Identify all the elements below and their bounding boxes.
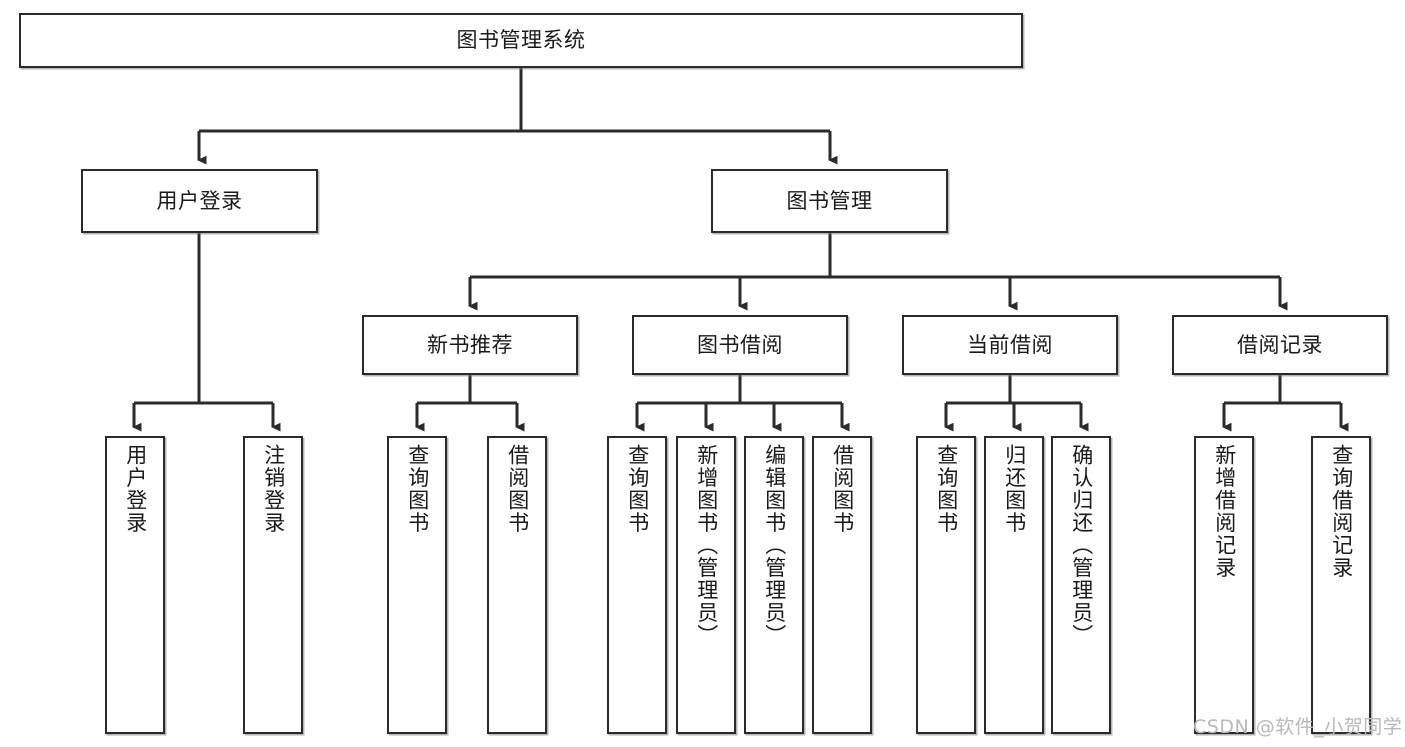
node-label: 用户登录 bbox=[123, 444, 148, 534]
node-new-book-recommend[interactable]: 新书推荐 bbox=[362, 315, 578, 375]
node-label: 新书推荐 bbox=[427, 332, 513, 357]
leaf-borrow-book-recommend[interactable]: 借阅图书 bbox=[487, 436, 547, 734]
node-label: 确认归还（管理员） bbox=[1069, 444, 1094, 647]
leaf-query-book-recommend[interactable]: 查询图书 bbox=[387, 436, 447, 734]
node-label: 查询图书 bbox=[625, 444, 650, 534]
node-current-borrow[interactable]: 当前借阅 bbox=[902, 315, 1118, 375]
node-root-system[interactable]: 图书管理系统 bbox=[19, 13, 1023, 68]
node-user-login[interactable]: 用户登录 bbox=[81, 169, 318, 233]
node-label: 借阅图书 bbox=[830, 444, 855, 534]
leaf-confirm-return-admin[interactable]: 确认归还（管理员） bbox=[1051, 436, 1111, 734]
node-label: 注销登录 bbox=[261, 444, 286, 534]
node-label: 图书管理系统 bbox=[456, 28, 586, 53]
leaf-edit-book-admin[interactable]: 编辑图书（管理员） bbox=[744, 436, 804, 734]
node-label: 图书借阅 bbox=[697, 332, 783, 357]
node-label: 图书管理 bbox=[786, 188, 873, 213]
node-label: 查询图书 bbox=[934, 444, 959, 534]
leaf-return-book[interactable]: 归还图书 bbox=[984, 436, 1044, 734]
node-label: 当前借阅 bbox=[967, 332, 1053, 357]
leaf-borrow-book[interactable]: 借阅图书 bbox=[812, 436, 872, 734]
node-label: 新增借阅记录 bbox=[1212, 444, 1237, 579]
node-label: 用户登录 bbox=[156, 188, 243, 213]
node-borrow-record[interactable]: 借阅记录 bbox=[1172, 315, 1388, 375]
node-label: 归还图书 bbox=[1002, 444, 1027, 534]
leaf-query-book-borrow[interactable]: 查询图书 bbox=[607, 436, 667, 734]
leaf-add-book-admin[interactable]: 新增图书（管理员） bbox=[676, 436, 736, 734]
node-label: 新增图书（管理员） bbox=[694, 444, 719, 647]
leaf-user-logout[interactable]: 注销登录 bbox=[243, 436, 303, 734]
leaf-query-borrow-record[interactable]: 查询借阅记录 bbox=[1311, 436, 1371, 734]
node-label: 编辑图书（管理员） bbox=[762, 444, 787, 647]
leaf-user-login[interactable]: 用户登录 bbox=[105, 436, 165, 734]
node-book-manage[interactable]: 图书管理 bbox=[711, 169, 948, 233]
node-label: 借阅图书 bbox=[505, 444, 530, 534]
csdn-watermark: CSDN @软件_小贺同学 bbox=[1193, 716, 1403, 738]
node-book-borrow[interactable]: 图书借阅 bbox=[632, 315, 848, 375]
node-label: 查询图书 bbox=[405, 444, 430, 534]
leaf-add-borrow-record[interactable]: 新增借阅记录 bbox=[1194, 436, 1254, 734]
node-label: 查询借阅记录 bbox=[1329, 444, 1354, 579]
node-label: 借阅记录 bbox=[1237, 332, 1323, 357]
leaf-query-book-current[interactable]: 查询图书 bbox=[916, 436, 976, 734]
